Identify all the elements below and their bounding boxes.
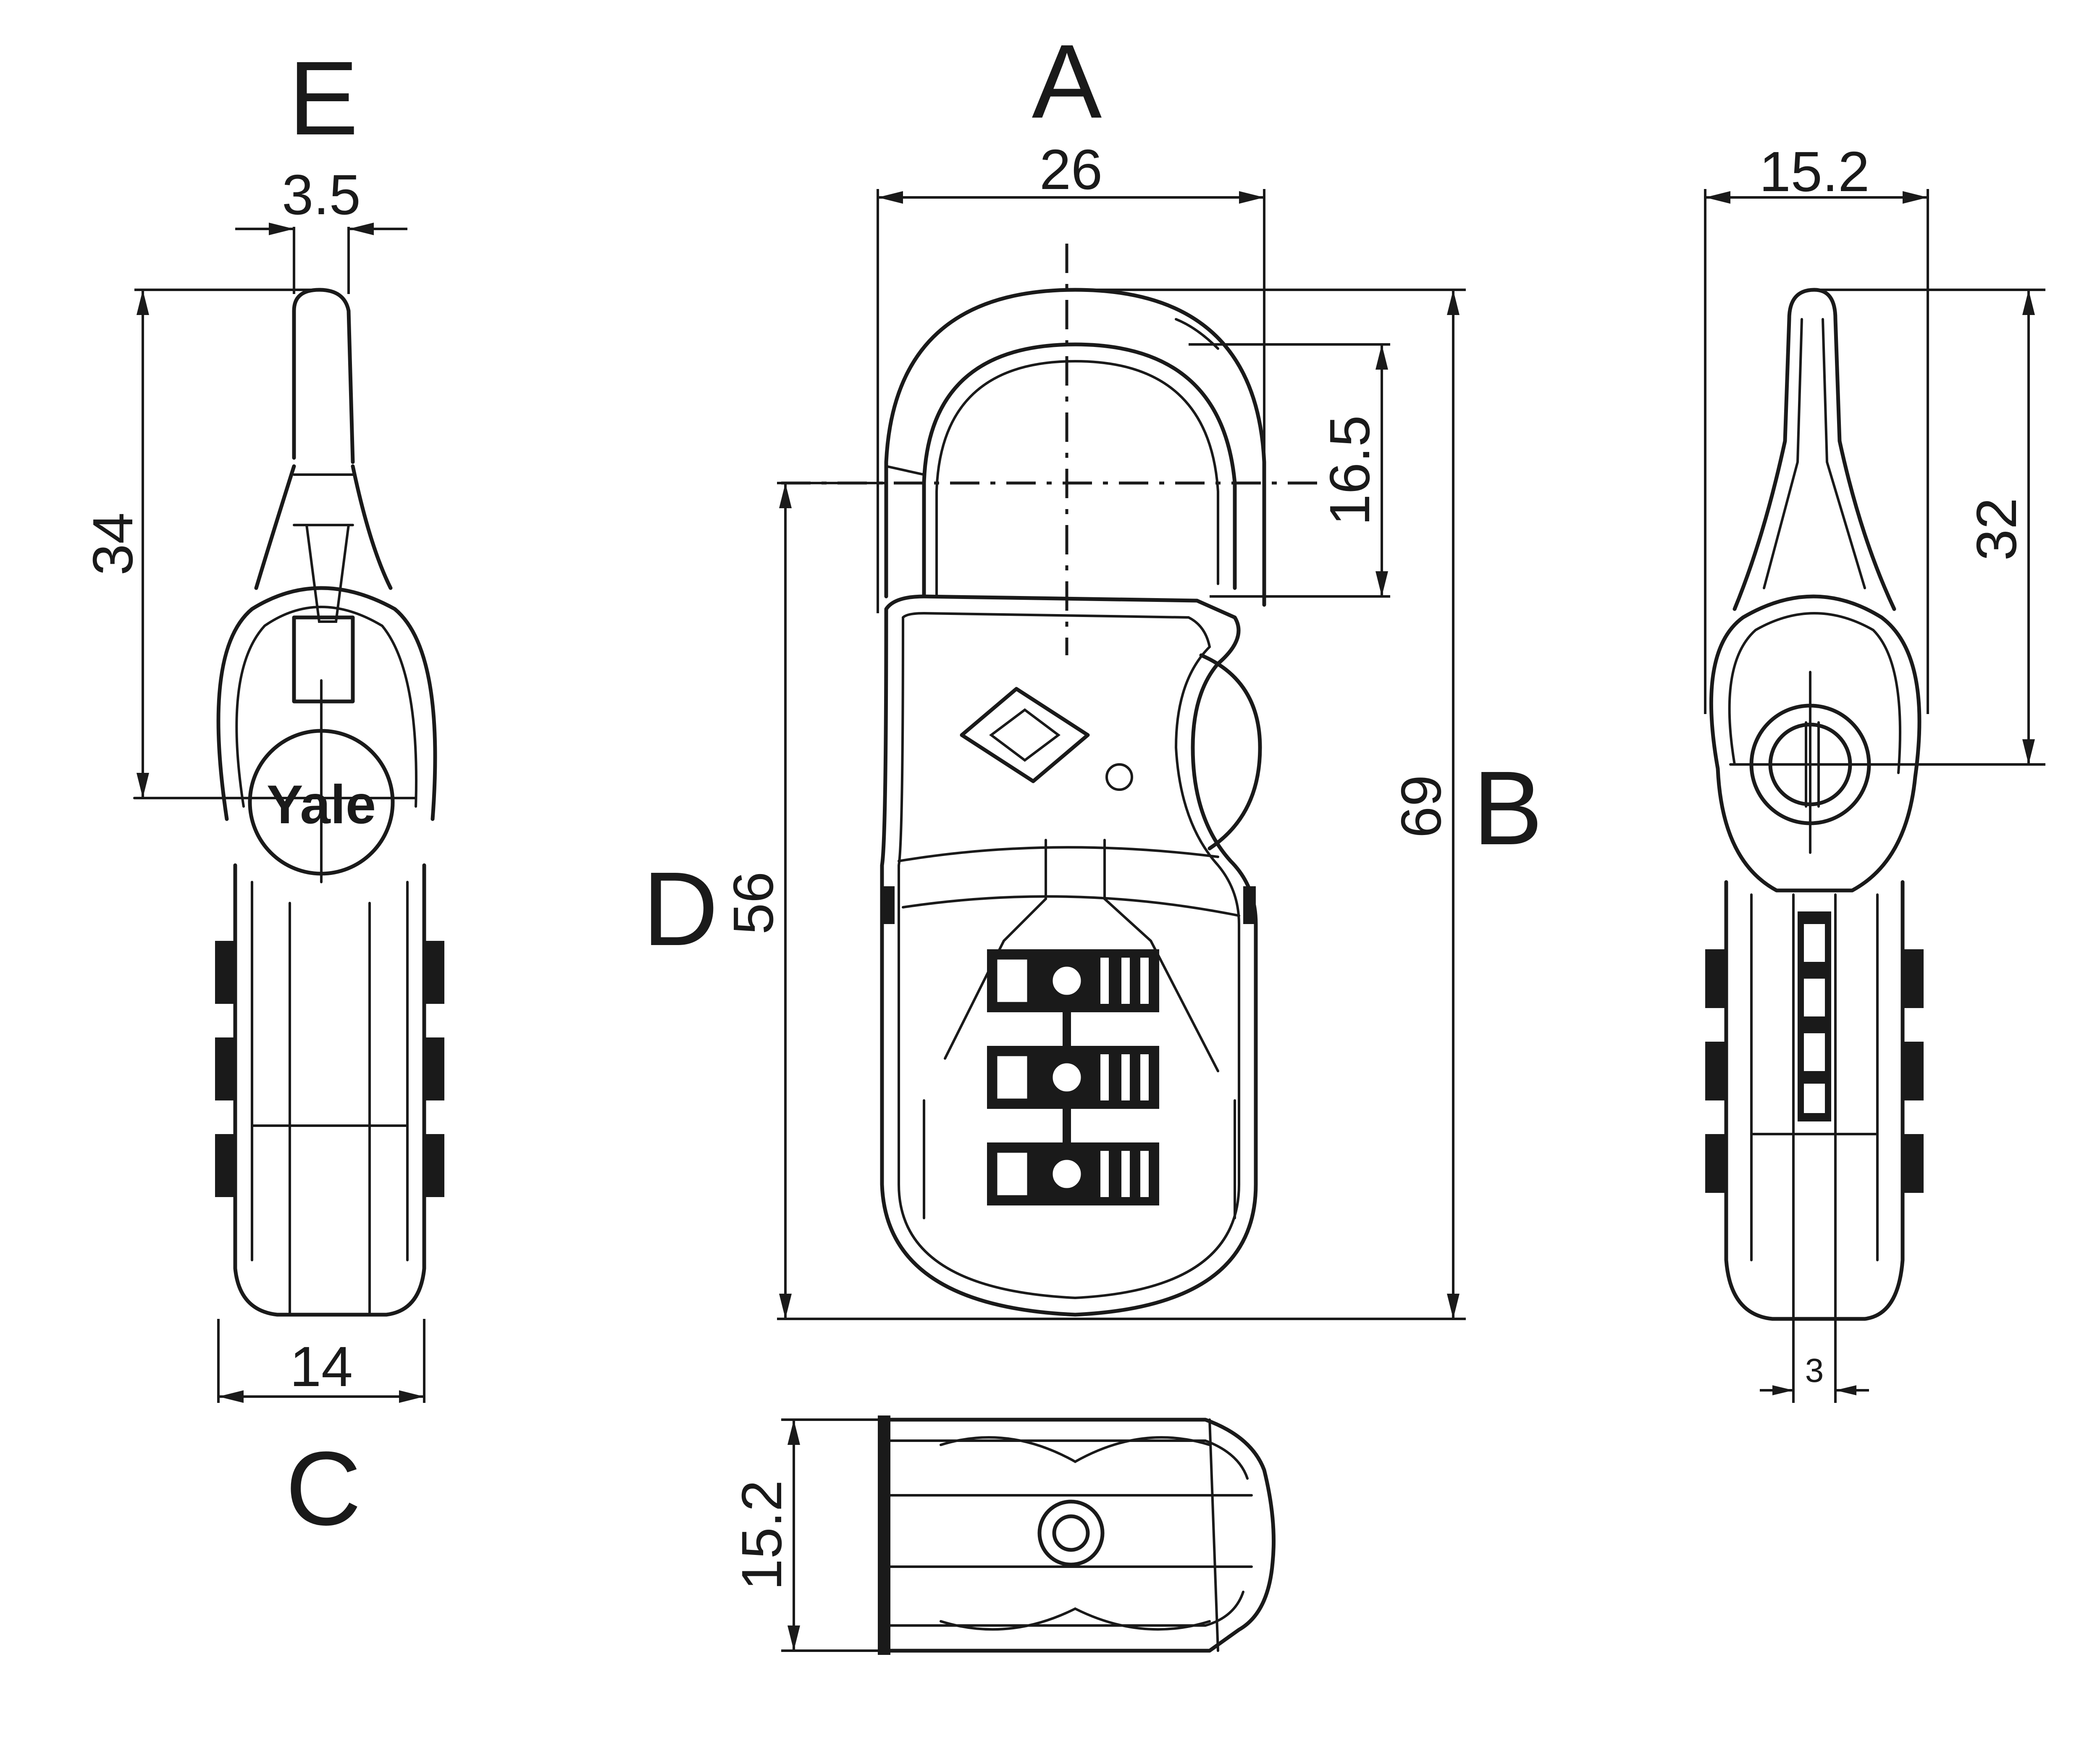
dim-label: 15.2 bbox=[730, 1480, 793, 1591]
dial-1 bbox=[987, 949, 1159, 1012]
dim-shackle-width-left: 3.5 bbox=[235, 163, 407, 294]
dial-2 bbox=[987, 1046, 1159, 1109]
left-side-view: Yale bbox=[133, 288, 444, 1317]
dim-label: 69 bbox=[1389, 775, 1453, 838]
front-view bbox=[781, 244, 1323, 1317]
dim-label: 34 bbox=[81, 512, 144, 575]
dim-overall-height: 69 bbox=[1075, 289, 1466, 1320]
bottom-view bbox=[878, 1415, 1276, 1655]
dim-label: 56 bbox=[722, 872, 785, 935]
dim-label: 3.5 bbox=[282, 163, 361, 226]
dim-right-width: 15.2 bbox=[1704, 140, 1929, 714]
dim-front-width: 26 bbox=[877, 138, 1265, 613]
dim-shackle-height-left: 34 bbox=[81, 289, 319, 798]
dim-label: 15.2 bbox=[1759, 140, 1870, 203]
dim-shackle-opening: 16.5 bbox=[1189, 343, 1390, 598]
view-label-e: E bbox=[289, 39, 359, 157]
dim-right-shackle-height: 32 bbox=[1814, 289, 2045, 766]
view-label-c: C bbox=[286, 1430, 362, 1547]
dim-bottom-thickness: 15.2 bbox=[730, 1418, 882, 1652]
dim-body-height: 56 bbox=[722, 482, 1075, 1320]
view-label-b: B bbox=[1473, 749, 1543, 867]
dim-label: 3 bbox=[1805, 1352, 1824, 1389]
dim-label: 26 bbox=[1040, 138, 1102, 201]
right-side-view bbox=[1705, 288, 1924, 1321]
dim-label: 16.5 bbox=[1318, 415, 1381, 526]
dim-label: 14 bbox=[290, 1335, 353, 1398]
view-label-a: A bbox=[1032, 23, 1102, 140]
view-label-d: D bbox=[643, 850, 719, 967]
dim-right-button: 3 bbox=[1760, 1319, 1869, 1403]
dim-label: 32 bbox=[1965, 498, 2028, 561]
dim-body-width-left: 14 bbox=[217, 1319, 425, 1403]
dial-3 bbox=[987, 1142, 1159, 1205]
